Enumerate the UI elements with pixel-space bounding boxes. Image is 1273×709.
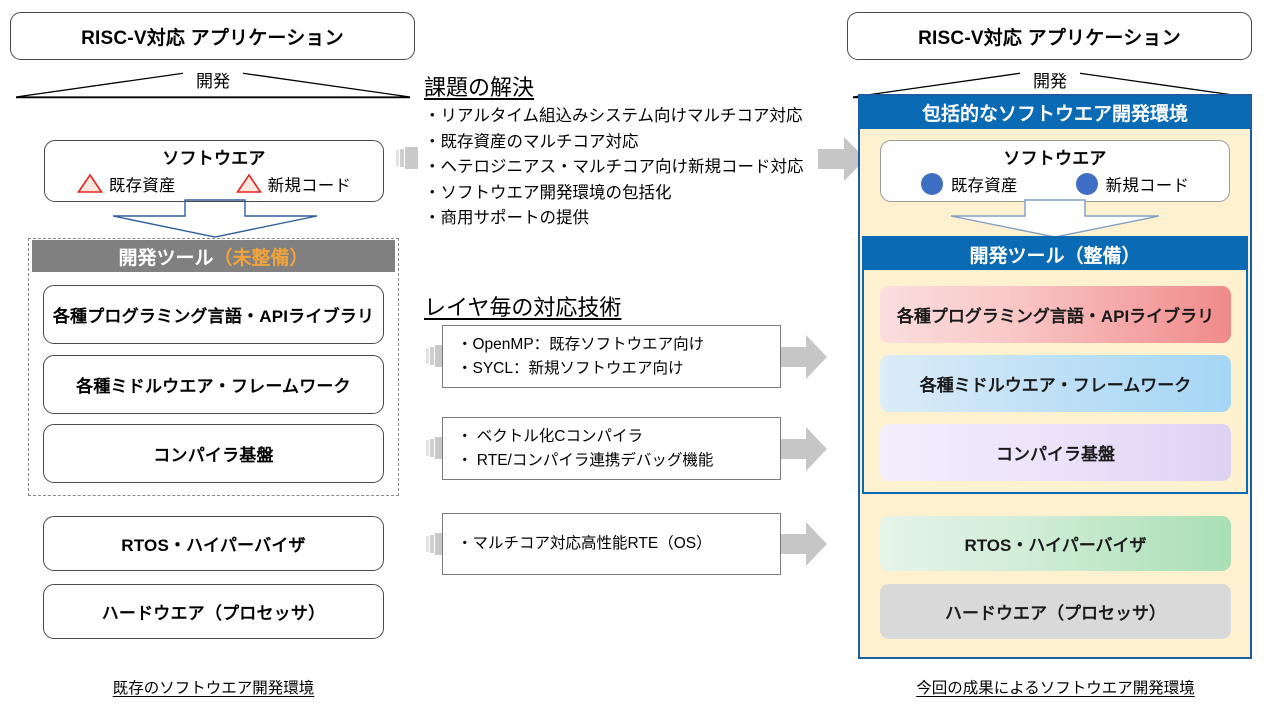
left-develop-label: 開発	[183, 66, 243, 92]
left-base-box-1: ハードウエア（プロセッサ）	[43, 584, 384, 639]
issues-bullet-2: ・ヘテロジニアス・マルチコア向け新規コード対応	[424, 158, 804, 176]
issues-bullet-1: ・既存資産のマルチコア対応	[424, 132, 639, 151]
right-panel-header: 包括的なソフトウエア開発環境	[860, 96, 1250, 129]
layer-box-1-arrow-icon	[781, 426, 829, 472]
left-tool-box-0: 各種プログラミング言語・APIライブラリ	[43, 285, 384, 344]
left-dev-tools-header: 開発ツール（未整備）	[32, 240, 395, 272]
left-tool-box-2-label: コンパイラ基盤	[153, 446, 274, 465]
left-down-arrow-icon	[110, 199, 320, 240]
right-dev-tools-header-main: 開発ツール	[969, 245, 1065, 267]
right-software-title: ソフトウエア	[1003, 148, 1107, 168]
right-panel-header-label: 包括的なソフトウエア開発環境	[921, 104, 1188, 125]
right-tool-box-1: 各種ミドルウエア・フレームワーク	[880, 355, 1231, 412]
right-dev-tools-header-status: （整備）	[1064, 245, 1141, 267]
layer-box-1-line-1: ・ RTE/コンパイラ連携デバッグ機能	[457, 451, 714, 469]
left-dev-tools-header-status: （未整備）	[213, 247, 309, 269]
right-base-box-0: RTOS・ハイパーバイザ	[880, 516, 1231, 571]
right-app-title-label: RISC-V対応 アプリケーション	[918, 27, 1181, 49]
left-app-title-label: RISC-V対応 アプリケーション	[81, 27, 344, 49]
right-caption: 今回の成果によるソフトウエア開発環境	[916, 680, 1195, 697]
issues-bullet-0: ・リアルタイム組込みシステム向けマルチコア対応	[424, 107, 803, 125]
left-tool-box-1: 各種ミドルウエア・フレームワーク	[43, 355, 384, 414]
layer-box-0-arrow-icon	[781, 334, 829, 380]
right-tool-box-0-label: 各種プログラミング言語・APIライブラリ	[896, 307, 1215, 326]
layer-box-1: ・ ベクトル化Cコンパイラ ・ RTE/コンパイラ連携デバッグ機能	[442, 417, 781, 480]
left-software-box: ソフトウエア 既存資産 新規コード	[44, 140, 384, 202]
filled-circle-icon	[1075, 172, 1098, 195]
warning-triangle-icon	[235, 173, 262, 194]
issues-title: 課題の解決	[424, 75, 535, 100]
right-base-box-1-label: ハードウエア（プロセッサ）	[945, 604, 1166, 623]
layer-box-2: ・マルチコア対応高性能RTE（OS）	[442, 513, 781, 575]
right-develop-label: 開発	[1020, 66, 1080, 92]
right-tool-box-1-label: 各種ミドルウエア・フレームワーク	[919, 376, 1192, 395]
left-dev-tools-header-main: 開発ツール	[118, 247, 214, 269]
left-base-box-0: RTOS・ハイパーバイザ	[43, 516, 384, 571]
left-caption: 既存のソフトウエア開発環境	[112, 680, 315, 697]
layer-box-1-line-0: ・ ベクトル化Cコンパイラ	[457, 427, 644, 445]
right-dev-tools-header: 開発ツール（整備）	[864, 238, 1246, 270]
layer-box-2-arrow-icon	[781, 521, 829, 567]
layer-box-0-line-0: ・OpenMP：既存ソフトウエア向け	[457, 335, 705, 353]
left-software-title: ソフトウエア	[162, 148, 266, 168]
right-down-arrow-icon	[945, 199, 1165, 240]
warning-triangle-icon	[76, 173, 103, 194]
right-tool-box-0: 各種プログラミング言語・APIライブラリ	[880, 286, 1231, 343]
issues-bullet-3: ・ソフトウエア開発環境の包括化	[424, 183, 672, 202]
filled-circle-icon	[920, 172, 943, 195]
left-base-box-0-label: RTOS・ハイパーバイザ	[121, 536, 306, 555]
issues-bullet-list: ・リアルタイム組込みシステム向けマルチコア対応 ・既存資産のマルチコア対応 ・ヘ…	[424, 104, 804, 232]
left-app-title-box: RISC-V対応 アプリケーション	[10, 12, 415, 60]
right-base-box-0-label: RTOS・ハイパーバイザ	[964, 536, 1147, 555]
layer-box-0-line-1: ・SYCL：新規ソフトウエア向け	[457, 359, 684, 377]
left-dev-tools-dashed-container	[28, 238, 399, 496]
right-base-box-1: ハードウエア（プロセッサ）	[880, 584, 1231, 639]
issues-connector-tail	[396, 147, 418, 169]
right-new-label: 新規コード	[1105, 176, 1190, 195]
issues-bullet-4: ・商用サポートの提供	[424, 209, 589, 227]
right-legacy-label: 既存資産	[950, 176, 1018, 195]
left-base-box-1-label: ハードウエア（プロセッサ）	[101, 604, 326, 623]
right-tool-box-2: コンパイラ基盤	[880, 424, 1231, 481]
left-tool-box-2: コンパイラ基盤	[43, 424, 384, 483]
right-tool-box-2-label: コンパイラ基盤	[996, 445, 1115, 464]
left-tool-box-1-label: 各種ミドルウエア・フレームワーク	[76, 377, 351, 396]
layer-box-2-line-0: ・マルチコア対応高性能RTE（OS）	[457, 535, 712, 552]
left-new-label: 新規コード	[267, 176, 352, 195]
issues-to-right-arrow-icon	[818, 136, 868, 182]
right-software-box: ソフトウエア 既存資産 新規コード	[880, 140, 1230, 202]
left-tool-box-0-label: 各種プログラミング言語・APIライブラリ	[52, 307, 375, 326]
layer-box-0: ・OpenMP：既存ソフトウエア向け ・SYCL：新規ソフトウエア向け	[442, 325, 781, 388]
layers-title: レイヤ毎の対応技術	[424, 295, 622, 320]
left-legacy-label: 既存資産	[108, 176, 176, 195]
right-app-title-box: RISC-V対応 アプリケーション	[847, 12, 1252, 60]
left-develop-arrow	[14, 66, 412, 100]
